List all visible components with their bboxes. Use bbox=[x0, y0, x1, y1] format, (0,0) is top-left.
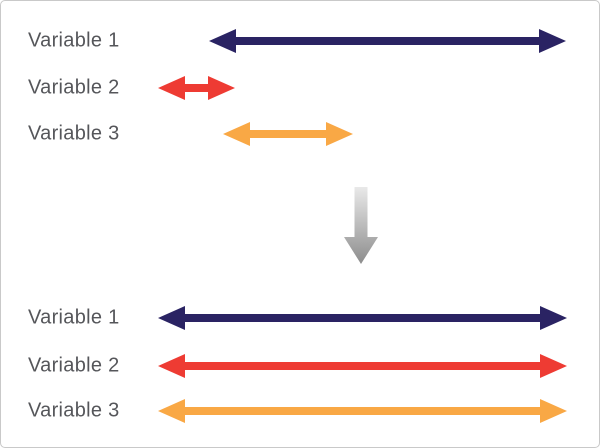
variable-label: Variable 3 bbox=[28, 122, 120, 145]
variable-label: Variable 2 bbox=[28, 76, 120, 99]
variable-row: Variable 1 bbox=[1, 18, 599, 64]
variable-row: Variable 2 bbox=[1, 65, 599, 111]
range-double-arrow-icon bbox=[158, 76, 235, 100]
variable-row: Variable 3 bbox=[1, 111, 599, 157]
variable-row: Variable 1 bbox=[1, 295, 599, 341]
variable-row: Variable 3 bbox=[1, 388, 599, 434]
range-double-arrow-icon bbox=[158, 399, 567, 423]
range-double-arrow-icon bbox=[223, 122, 353, 146]
variable-label: Variable 3 bbox=[28, 399, 120, 422]
variable-row: Variable 2 bbox=[1, 343, 599, 389]
variable-label: Variable 2 bbox=[28, 354, 120, 377]
range-double-arrow-icon bbox=[158, 306, 567, 330]
variable-label: Variable 1 bbox=[28, 29, 120, 52]
down-arrow-icon bbox=[344, 187, 378, 264]
variable-label: Variable 1 bbox=[28, 306, 120, 329]
range-double-arrow-icon bbox=[209, 29, 566, 53]
range-double-arrow-icon bbox=[158, 354, 567, 378]
